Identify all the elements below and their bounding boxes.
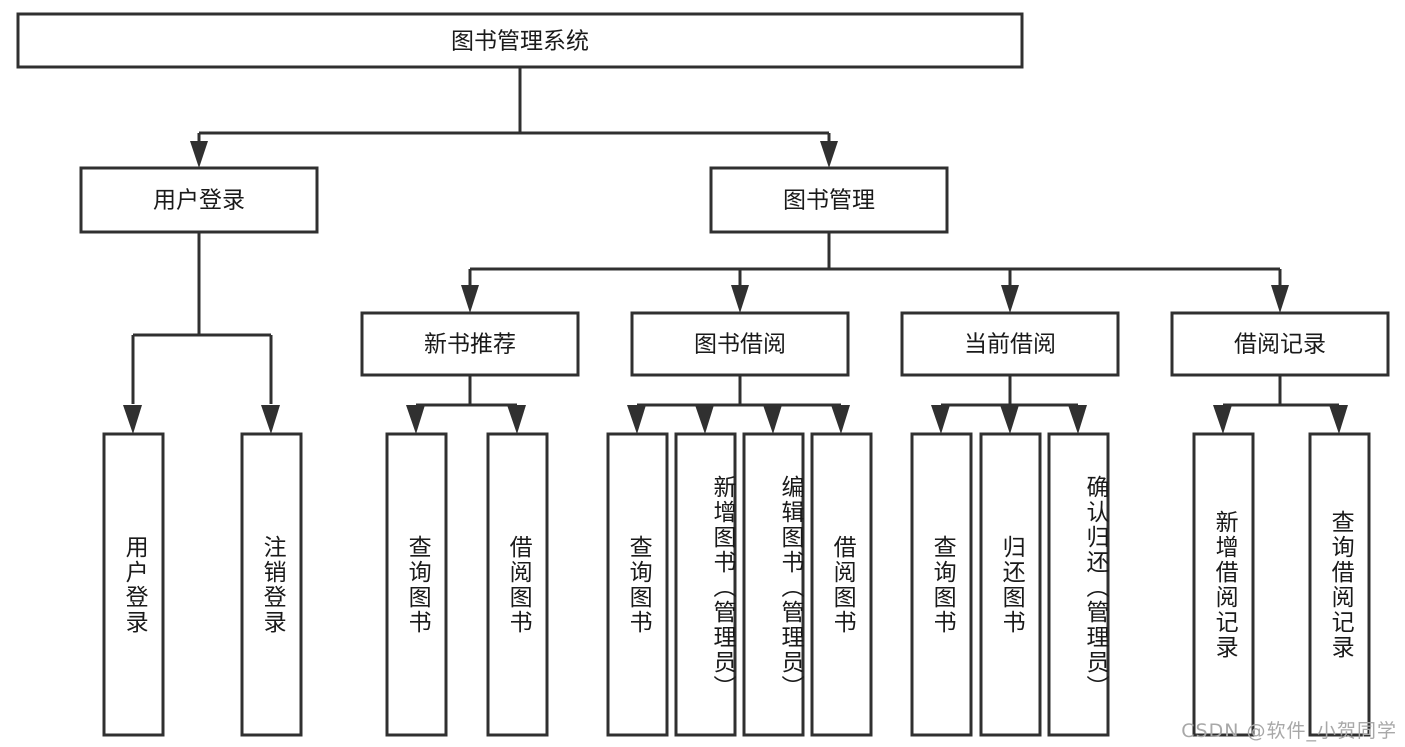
edge-userlogin-to-bus	[131, 232, 273, 404]
arrow-to-leaf-logout	[261, 405, 280, 434]
node-book-borrow-label: 图书借阅	[694, 332, 786, 358]
node-root[interactable]: 图书管理系统	[16, 12, 1024, 69]
node-new-book-rec-box[interactable]	[360, 311, 580, 377]
node-leaf-query-borrow-record-box[interactable]	[1308, 432, 1371, 737]
node-book-manage-box[interactable]	[709, 166, 949, 234]
node-leaf-query-book-1-box[interactable]	[385, 432, 448, 737]
edge-bookmanage-to-bus	[468, 232, 1282, 285]
arrow-to-leaf-query-book-3	[931, 405, 950, 434]
arrow-to-leaf-borrow-book-2	[831, 405, 850, 434]
edge-newbookrec-to-bus	[414, 375, 519, 410]
node-leaf-return-book-box[interactable]	[979, 432, 1042, 737]
arrow-to-leaf-confirm-return-admin	[1068, 405, 1087, 434]
node-leaf-add-book-admin-box[interactable]	[674, 432, 737, 737]
node-leaf-add-borrow-record-box[interactable]	[1192, 432, 1255, 737]
csdn-watermark: CSDN @软件_小贺同学	[1181, 720, 1397, 742]
arrow-to-book-borrow	[731, 285, 749, 313]
arrow-to-borrow-record	[1271, 285, 1289, 313]
node-borrow-record-box[interactable]	[1170, 311, 1390, 377]
node-leaf-query-book-2-box[interactable]	[606, 432, 669, 737]
node-root-label: 图书管理系统	[451, 29, 589, 55]
node-book-manage-label: 图书管理	[783, 188, 875, 214]
node-current-borrow[interactable]: 当前借阅	[900, 311, 1120, 377]
node-root-box[interactable]	[16, 12, 1024, 69]
node-borrow-record[interactable]: 借阅记录	[1170, 311, 1390, 377]
node-leaf-query-book-3-box[interactable]	[910, 432, 973, 737]
arrow-to-user-login	[190, 141, 208, 168]
arrow-to-leaf-query-book-1	[406, 405, 425, 434]
node-leaf-logout-box[interactable]	[240, 432, 303, 737]
node-current-borrow-label: 当前借阅	[964, 332, 1056, 358]
node-leaf-borrow-book-1-box[interactable]	[486, 432, 549, 737]
arrow-to-leaf-add-borrow-record	[1213, 405, 1232, 434]
node-leaf-user-login-box[interactable]	[102, 432, 165, 737]
node-leaf-confirm-return-admin-box[interactable]	[1047, 432, 1110, 737]
node-current-borrow-box[interactable]	[900, 311, 1120, 377]
arrow-to-leaf-return-book	[1000, 405, 1019, 434]
arrow-to-leaf-add-book-admin	[695, 405, 714, 434]
arrow-to-leaf-user-login	[123, 405, 142, 434]
node-user-login[interactable]: 用户登录	[79, 166, 319, 234]
edge-bookborrow-to-bus	[637, 375, 841, 407]
edge-currentborrow-to-bus	[941, 375, 1078, 407]
arrow-to-leaf-query-borrow-record	[1329, 405, 1348, 434]
node-new-book-rec-label: 新书推荐	[424, 332, 516, 358]
node-leaf-edit-book-admin-box[interactable]	[742, 432, 805, 737]
arrow-to-book-manage	[820, 141, 838, 168]
edge-borrowrecord-to-bus	[1223, 375, 1339, 407]
node-book-borrow[interactable]: 图书借阅	[630, 311, 850, 377]
edge-root-to-bus	[197, 67, 831, 146]
arrow-to-leaf-query-book-2	[627, 405, 646, 434]
arrow-to-new-book-rec	[461, 285, 479, 313]
node-borrow-record-label: 借阅记录	[1234, 332, 1326, 358]
connectors	[123, 67, 1348, 434]
node-user-login-box[interactable]	[79, 166, 319, 234]
node-leaf-borrow-book-2-box[interactable]	[810, 432, 873, 737]
arrow-to-leaf-borrow-book-1	[507, 405, 526, 434]
node-new-book-rec[interactable]: 新书推荐	[360, 311, 580, 377]
node-book-manage[interactable]: 图书管理	[709, 166, 949, 234]
arrow-to-leaf-edit-book-admin	[763, 405, 782, 434]
node-book-borrow-box[interactable]	[630, 311, 850, 377]
node-user-login-label: 用户登录	[153, 188, 245, 214]
arrow-to-current-borrow	[1001, 285, 1019, 313]
